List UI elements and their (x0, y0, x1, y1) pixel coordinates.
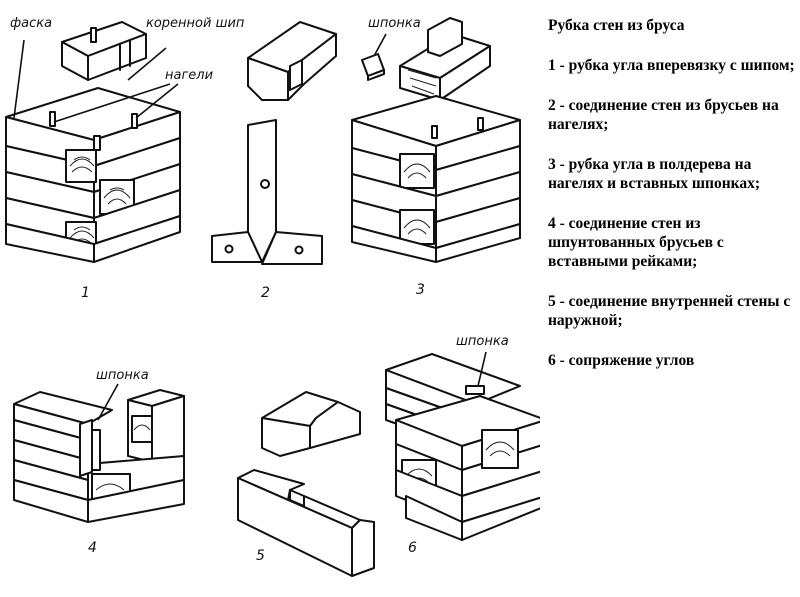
figure-number-4: 4 (88, 540, 97, 556)
figure-3-half-timber-corner (351, 17, 521, 263)
label-shponka-fig6: шпонка (456, 334, 509, 349)
figure-number-5: 5 (256, 548, 265, 564)
label-nageli: нагели (165, 68, 214, 83)
legend-item-5: 5 - соединение внутренней стены с наружн… (548, 293, 791, 329)
figure-2-dowel-joint (211, 21, 337, 265)
label-shponka-fig4: шпонка (96, 368, 149, 383)
figure-1-corner-with-tenon (5, 21, 181, 263)
figure-6-corner-coupling (385, 351, 540, 541)
figure-number-1: 1 (81, 285, 90, 301)
figure-5-inner-wall-joint (237, 391, 375, 577)
figure-number-2: 2 (261, 285, 270, 301)
legend-title: Рубка стен из бруса (548, 17, 685, 34)
figure-number-6: 6 (408, 540, 417, 556)
label-korennoy-ship: коренной шип (146, 16, 245, 31)
legend-item-3: 3 - рубка угла в полдерева на нагелях и … (548, 156, 760, 192)
legend-item-2: 2 - соединение стен из брусьев на нагеля… (548, 97, 779, 133)
label-faska: фаска (10, 16, 53, 31)
joinery-drawings (5, 17, 540, 577)
legend: Рубка стен из бруса 1 - рубка угла впере… (548, 16, 796, 391)
figure-number-3: 3 (416, 282, 425, 298)
label-shponka-top: шпонка (368, 16, 421, 31)
legend-item-4: 4 - соединение стен из шпунтованных брус… (548, 215, 724, 270)
figure-4-tongue-groove-joint (13, 383, 185, 523)
legend-item-1: 1 - рубка угла вперевязку с шипом; (548, 57, 795, 74)
legend-item-6: 6 - сопряжение углов (548, 352, 695, 369)
